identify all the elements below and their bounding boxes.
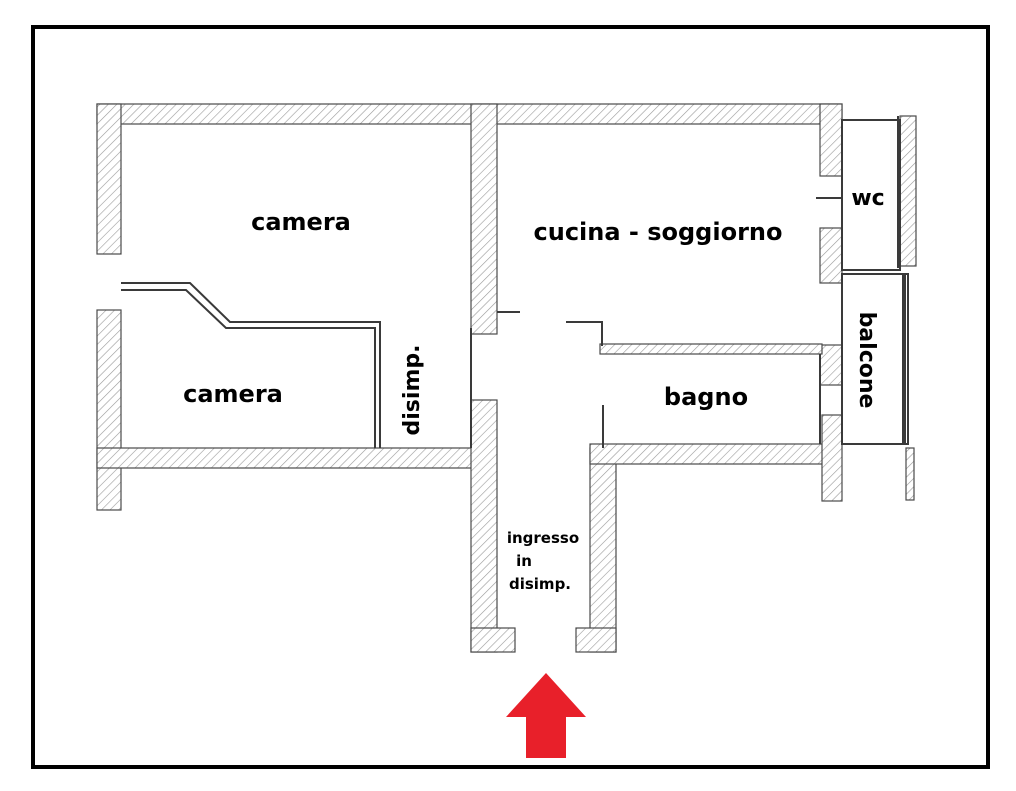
wall-top xyxy=(96,103,843,125)
wall-balcone-right xyxy=(905,447,915,501)
arrow-up-icon xyxy=(506,673,586,758)
wall-camera-divider-inner xyxy=(121,289,376,448)
room-wc: wc xyxy=(851,186,884,211)
wall-balcone-box xyxy=(841,273,909,445)
room-bagno: bagno xyxy=(664,383,748,411)
room-disimp: disimp. xyxy=(400,345,425,436)
wall-wc-box xyxy=(841,119,901,271)
room-camera-bottom: camera xyxy=(183,380,283,408)
room-camera-top: camera xyxy=(251,208,351,236)
wall-left-upper xyxy=(96,103,122,255)
wall-right-mid xyxy=(819,227,843,284)
room-ingresso: ingresso in disimp. xyxy=(507,529,579,593)
wall-bottom-right xyxy=(589,443,841,465)
wall-entrance-left-stub xyxy=(470,627,516,653)
wall-central-lower xyxy=(470,399,498,653)
room-balcone: balcone xyxy=(854,312,879,409)
ingresso-line-2: in xyxy=(516,552,532,570)
wall-corridor-right xyxy=(589,447,617,653)
interior-walls xyxy=(121,116,909,448)
room-cucina-soggiorno: cucina - soggiorno xyxy=(534,218,783,246)
walls xyxy=(96,103,917,653)
ingresso-line-3: disimp. xyxy=(509,575,571,593)
wall-camera-divider xyxy=(121,282,381,448)
wall-right-upper xyxy=(819,103,843,177)
wall-right-bottom xyxy=(821,414,843,502)
wall-bottom-left xyxy=(96,447,476,469)
wall-wc-right xyxy=(899,115,917,267)
page-frame xyxy=(31,25,990,769)
wall-right-lower xyxy=(819,344,843,386)
wall-central-upper xyxy=(470,103,498,335)
wall-entrance-right-stub xyxy=(575,627,617,653)
wall-kitchen-bottom xyxy=(566,321,603,346)
wall-left-lower xyxy=(96,309,122,511)
ingresso-line-1: ingresso xyxy=(507,529,579,547)
wall-bagno-top xyxy=(599,343,823,355)
